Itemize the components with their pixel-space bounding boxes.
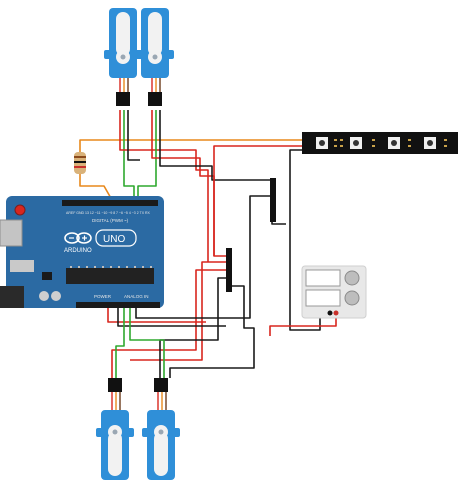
arduino-logo-icon [64, 232, 92, 244]
board-model: UNO [103, 234, 125, 245]
wire-top-left-black[interactable] [127, 110, 140, 161]
led-pixel [424, 137, 436, 149]
wire-psu-red[interactable] [269, 316, 337, 336]
board-brand: ARDUINO [64, 248, 92, 254]
microcontroller-chip [66, 268, 154, 284]
analog-label: ANALOG IN [124, 294, 149, 299]
wire-top-left-red[interactable] [119, 110, 209, 262]
power-label: POWER [94, 294, 112, 299]
arduino-uno[interactable]: AREF GND 13 12 ~11 ~10 ~9 8 7 ~6 ~5 4 ~3… [0, 196, 164, 308]
servo-top-leads [119, 78, 161, 92]
wire-top-right-black[interactable] [159, 110, 272, 181]
svg-text:AREF GND 13 12 ~11 ~10 ~9 8: AREF GND 13 12 ~11 ~10 ~9 8 [66, 211, 115, 215]
header-strip-lower[interactable] [226, 248, 232, 292]
servo-top-left[interactable] [104, 8, 142, 106]
wire-top-right-green[interactable] [137, 110, 157, 200]
led-pixel [350, 137, 362, 149]
wire-bb-black-1[interactable] [159, 277, 226, 378]
servo-bottom-leads [111, 392, 167, 410]
wire-bb-black-2[interactable] [169, 285, 255, 378]
resistor[interactable] [74, 152, 86, 174]
wire-bb-black-3[interactable] [135, 195, 272, 319]
wire-bottom-right-green[interactable] [129, 306, 165, 378]
wire-bb-red-2[interactable] [111, 269, 226, 378]
svg-text:7 ~6 ~5 4 ~3 2 TX RX: 7 ~6 ~5 4 ~3 2 TX RX [116, 211, 151, 215]
wire-strip-red[interactable] [213, 145, 304, 256]
led-pixel [316, 137, 328, 149]
led-strip[interactable] [302, 132, 458, 154]
power-supply[interactable] [301, 265, 367, 319]
wire-bottom-left-green[interactable] [115, 306, 125, 378]
reset-button[interactable] [14, 204, 26, 216]
wire-board-red[interactable] [107, 306, 206, 323]
servo-top-right[interactable] [136, 8, 174, 106]
wire-orange-strip[interactable] [79, 139, 304, 158]
wire-bb-red-1[interactable] [130, 261, 226, 361]
wire-top-left-green[interactable] [123, 110, 135, 200]
servo-bottom-right[interactable] [142, 378, 180, 480]
digital-label: DIGITAL (PWM ~) [92, 218, 129, 223]
servo-bottom-left[interactable] [96, 378, 134, 480]
wire-orange-board[interactable] [79, 170, 113, 201]
led-pixel [388, 137, 400, 149]
header-strip-upper[interactable] [270, 178, 276, 222]
wire-board-black[interactable] [117, 306, 226, 327]
